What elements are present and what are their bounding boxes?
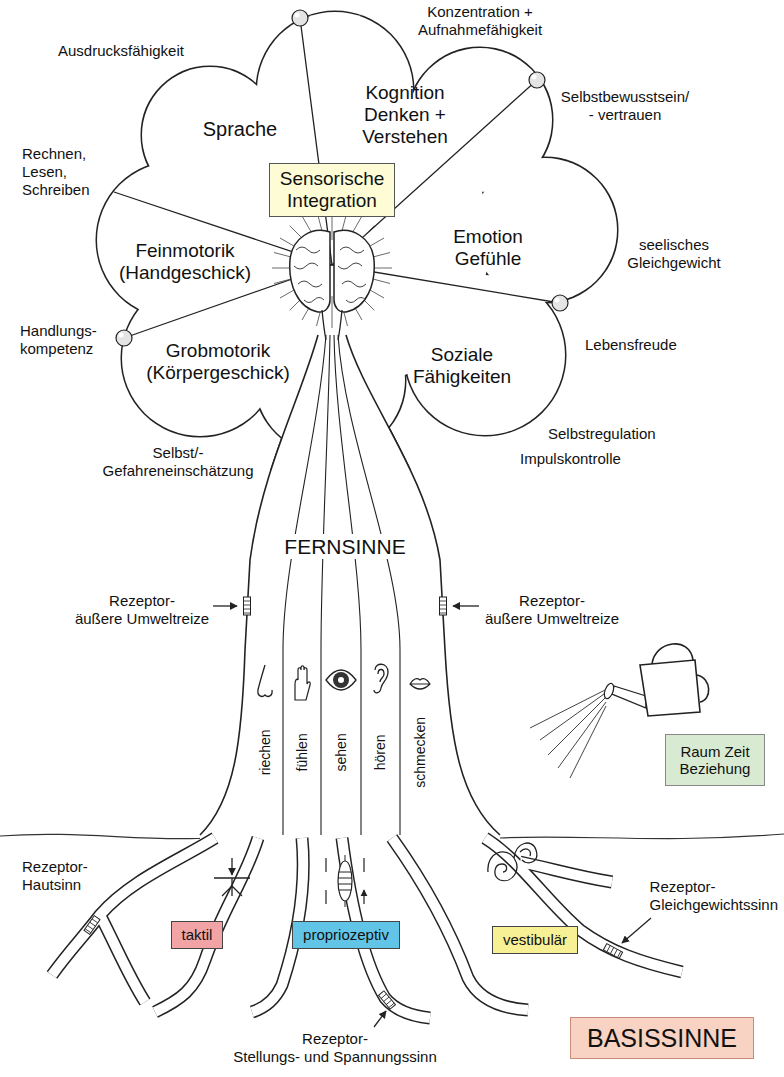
spindle-stripes — [338, 855, 352, 907]
fruit-label: Handlungs- kompetenz — [20, 322, 97, 358]
sense-label: fühlen — [294, 733, 311, 771]
receptor-symbol — [603, 944, 622, 959]
root — [100, 915, 145, 1002]
receptor-label: Rezeptor- äußere Umweltreize — [479, 592, 625, 628]
sector-label: Soziale Fähigkeiten — [413, 344, 511, 388]
watering-can — [640, 660, 700, 716]
sense-box: propriozeptiv — [292, 921, 400, 948]
box-label: Sensorische Integration — [280, 168, 385, 212]
line-spacer — [69, 592, 101, 610]
line-spacer — [227, 1030, 285, 1048]
box-label: vestibulär — [503, 931, 567, 948]
eye-iris — [333, 672, 349, 688]
root — [392, 838, 528, 1010]
box-label: BASISSINNE — [587, 1024, 737, 1053]
fruit-label: Lebensfreude — [585, 336, 677, 354]
title-box: BASISSINNE — [570, 1017, 754, 1060]
fruit-label: Ausdrucksfähigkeit — [58, 42, 184, 60]
water-spray — [530, 690, 606, 778]
can-spout — [612, 686, 646, 708]
nose-icon — [258, 665, 272, 696]
muscle-spindle — [338, 861, 352, 901]
can-rose — [603, 682, 616, 700]
root-fills — [52, 838, 682, 1018]
sense-label: riechen — [257, 729, 274, 775]
trunk-title: FERNSINNE — [280, 534, 409, 559]
integration-box: Sensorische Integration — [269, 163, 396, 217]
eye-pupil — [338, 677, 344, 683]
receptor-symbol — [379, 991, 396, 1009]
root — [155, 838, 258, 1012]
receptor-label: Rezeptor- Stellungs- und Spannungssinn — [227, 1030, 443, 1066]
sector-label: Sprache — [203, 118, 278, 141]
fruit-label: Selbstbewusstsein/ - vertrauen — [561, 88, 689, 124]
receptor-label: Rezeptor- äußere Umweltreize — [69, 592, 215, 628]
receptor-symbol — [84, 916, 100, 935]
sector-label: Kognition Denken + Verstehen — [355, 82, 455, 148]
receptor-symbol — [244, 597, 251, 615]
box-label: Raum Zeit Beziehung — [680, 743, 751, 778]
line-spacer — [385, 1030, 443, 1048]
crown-illustration — [114, 10, 568, 470]
sense-label: sehen — [333, 733, 350, 771]
touch-arrow — [231, 858, 232, 875]
sense-box: vestibulär — [492, 926, 578, 953]
fruit-label: Selbst/- Gefahreneinschätzung — [103, 444, 254, 480]
touch-symbol — [214, 878, 250, 896]
line-spacer — [593, 592, 625, 610]
sense-label: schmecken — [412, 717, 429, 788]
stretch-arrows — [326, 858, 364, 904]
receptor-label: Rezeptor- Gleichgewichtssinn — [650, 878, 778, 914]
mouth-icon — [410, 679, 430, 689]
line-spacer — [183, 592, 215, 610]
sector-label: Emotion Gefühle — [453, 226, 523, 270]
sector-label: Feinmotorik (Handgeschick) — [119, 240, 251, 284]
crown-cloud — [80, 0, 640, 470]
inner-ear-symbol — [488, 843, 537, 881]
root-outlines — [52, 838, 682, 1018]
root — [520, 862, 612, 882]
leader-arrow — [213, 605, 237, 606]
tree-crown: Sprache Kognition Denken + VerstehenFeinm… — [80, 0, 640, 470]
receptor-symbol — [440, 597, 447, 615]
fruit-label: Impulskontrolle — [520, 450, 621, 468]
leader-arrow — [374, 1011, 386, 1027]
root — [100, 915, 145, 1002]
receptor-label: Rezeptor- Hautsinn — [22, 858, 88, 894]
box-label: propriozeptiv — [303, 926, 389, 943]
fruit-label: Konzentration + Aufnahmefähigkeit — [415, 3, 545, 39]
sector-label: Grobmotorik (Körpergeschick) — [146, 340, 290, 384]
hand-icon — [295, 666, 310, 700]
fruit-label: Selbstregulation — [548, 425, 656, 443]
eye-icon — [326, 670, 356, 690]
factor-box: Raum Zeit Beziehung — [665, 734, 766, 787]
box-label: taktil — [182, 926, 213, 943]
fruit-label: Rechnen, Lesen, Schreiben — [22, 145, 90, 199]
leader-arrow — [453, 605, 479, 606]
sense-label: hören — [372, 734, 389, 770]
leader-arrow — [622, 918, 651, 943]
fruit-label: seelisches Gleichgewicht — [627, 236, 720, 272]
line-spacer — [479, 592, 511, 610]
ear-icon — [374, 664, 388, 693]
sense-box: taktil — [171, 921, 224, 948]
